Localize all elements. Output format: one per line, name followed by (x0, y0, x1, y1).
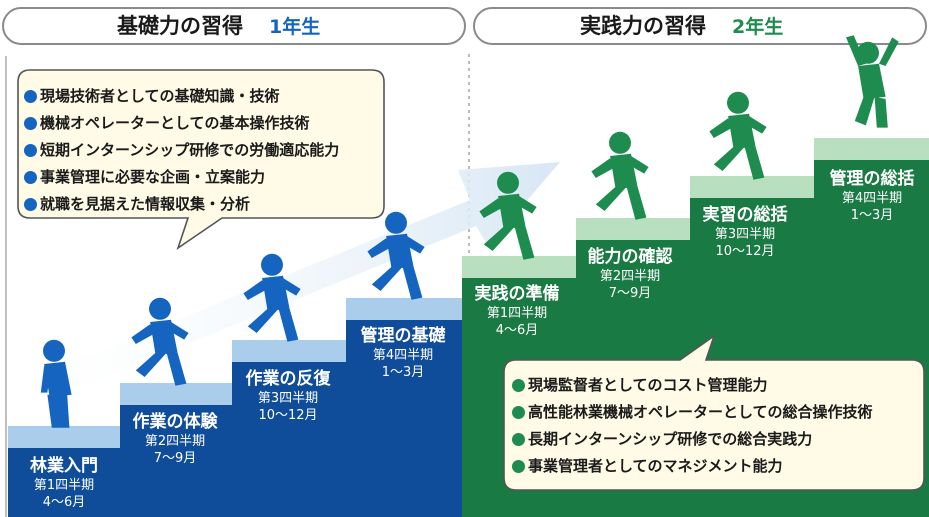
step-top-band (690, 176, 814, 198)
step-top-band (8, 426, 120, 448)
step-quarter: 第2四半期 (144, 434, 206, 449)
runner-figures (40, 35, 899, 428)
year2-header-pill (473, 7, 927, 45)
step-months: 1～3月 (850, 208, 894, 223)
step-title: 作業の体験 (132, 412, 218, 432)
list-item: 事業管理者としてのマネジメント能力 (512, 453, 873, 480)
step-top-band (814, 138, 929, 160)
list-item: 事業管理に必要な企画・立案能力 (24, 164, 339, 191)
step-months: 7～9月 (608, 286, 652, 301)
step-title: 管理の基礎 (360, 326, 446, 346)
step-top-band (462, 256, 576, 278)
step-quarter: 第2四半期 (599, 269, 661, 284)
step-title: 実践の準備 (474, 284, 560, 304)
step-title: 林業入門 (30, 456, 98, 476)
step-label-3: 作業の反復 第3四半期 10～12月 (233, 368, 343, 424)
runner-figure-icon (709, 91, 767, 180)
runner-figure-icon (591, 131, 649, 220)
runner-figure-icon (40, 339, 72, 428)
year1-skill-list: 現場技術者としての基礎知識・技術 機械オペレーターとしての基本操作技術 短期イン… (24, 83, 339, 218)
list-item: 就職を見据えた情報収集・分析 (24, 191, 339, 218)
year1-label: 1年生 (269, 16, 321, 38)
bullet-icon (24, 117, 37, 130)
bullet-icon (24, 198, 37, 211)
step-title: 実習の総括 (702, 205, 788, 225)
step-top-band (576, 218, 690, 240)
step-quarter: 第4四半期 (841, 191, 903, 206)
step-top-band (232, 340, 346, 362)
list-item: 短期インターンシップ研修での労働適応能力 (24, 137, 339, 164)
list-item: 長期インターンシップ研修での総合実践力 (512, 426, 873, 453)
step-months: 1～3月 (381, 365, 425, 380)
step-title: 作業の反復 (245, 369, 331, 389)
runner-figure-icon (243, 253, 301, 342)
step-months: 4～6月 (495, 323, 539, 338)
year1-header-pill (2, 7, 466, 45)
runner-figure-icon (846, 35, 899, 128)
step-label-7: 実習の総括 第3四半期 10～12月 (690, 204, 800, 260)
step-label-4: 管理の基礎 第4四半期 1～3月 (348, 325, 458, 381)
runner-figure-icon (367, 211, 425, 300)
bullet-icon (512, 460, 525, 473)
step-title: 能力の確認 (587, 247, 673, 267)
year2-bubble-shape (503, 333, 925, 491)
step-months: 7～9月 (153, 451, 197, 466)
year1-bubble-shape (17, 69, 385, 250)
step-months: 10～12月 (715, 244, 775, 259)
year2-header: 実践力の習得 2年生 (580, 10, 783, 42)
year2-title: 実践力の習得 (580, 14, 706, 38)
step-label-6: 能力の確認 第2四半期 7～9月 (575, 246, 685, 302)
step-label-2: 作業の体験 第2四半期 7～9月 (120, 411, 230, 467)
list-item: 現場監督者としてのコスト管理能力 (512, 372, 873, 399)
step-quarter: 第3四半期 (257, 391, 319, 406)
runner-figure-icon (131, 297, 189, 386)
step-quarter: 第3四半期 (714, 227, 776, 242)
step-label-1: 林業入門 第1四半期 4～6月 (10, 455, 118, 511)
year2-label: 2年生 (732, 16, 784, 38)
list-item: 高性能林業機械オペレーターとしての総合操作技術 (512, 399, 873, 426)
year1-header: 基礎力の習得 1年生 (117, 10, 320, 42)
bullet-icon (512, 379, 525, 392)
step-top-band (120, 383, 232, 405)
step-quarter: 第1四半期 (33, 478, 95, 493)
bullet-icon (24, 90, 37, 103)
step-label-8: 管理の総括 第4四半期 1～3月 (815, 168, 929, 224)
list-item: 現場技術者としての基礎知識・技術 (24, 83, 339, 110)
year1-title: 基礎力の習得 (117, 14, 243, 38)
list-item: 機械オペレーターとしての基本操作技術 (24, 110, 339, 137)
step-title: 管理の総括 (829, 169, 915, 189)
step-quarter: 第4四半期 (372, 348, 434, 363)
bullet-icon (24, 144, 37, 157)
step-label-5: 実践の準備 第1四半期 4～6月 (462, 283, 572, 339)
step-quarter: 第1四半期 (486, 306, 548, 321)
bullet-icon (512, 406, 525, 419)
year2-skill-list: 現場監督者としてのコスト管理能力 高性能林業機械オペレーターとしての総合操作技術… (512, 372, 873, 480)
step-months: 4～6月 (42, 495, 86, 510)
step-top-band (346, 298, 462, 320)
runner-figure-icon (479, 171, 537, 260)
step-months: 10～12月 (258, 408, 318, 423)
bullet-icon (512, 433, 525, 446)
bullet-icon (24, 171, 37, 184)
